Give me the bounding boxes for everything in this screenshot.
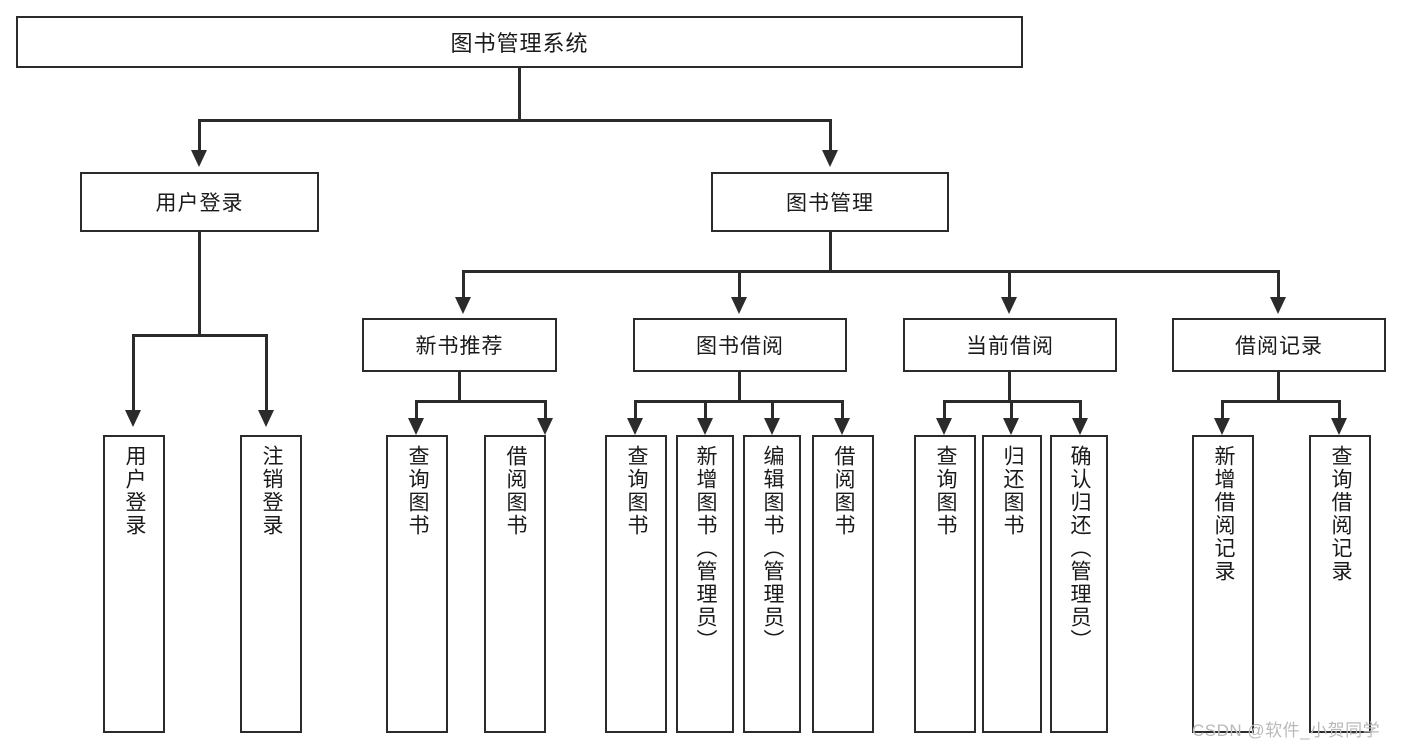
leaf-label: 注销登录 <box>260 445 284 537</box>
node-root-system: 图书管理系统 <box>16 16 1023 68</box>
arrow-book-borrow-child-2 <box>697 418 713 435</box>
connector-book-borrow-bar <box>634 400 844 403</box>
arrow-new-book-child-2 <box>537 418 553 435</box>
leaf-borrow-record-add-record: 新增借阅记录 <box>1192 435 1254 733</box>
leaf-label: 查询图书 <box>406 445 430 537</box>
connector-current-borrow-child-3 <box>1079 400 1082 420</box>
arrow-current-borrow-child-1 <box>936 418 952 435</box>
connector-user-login-child-1 <box>132 334 135 412</box>
arrow-book-mgmt-child-3 <box>1001 297 1017 314</box>
leaf-book-borrow-query-book: 查询图书 <box>605 435 667 733</box>
arrow-book-borrow-child-1 <box>627 418 643 435</box>
connector-new-book-child-2 <box>544 400 547 420</box>
connector-book-mgmt-bar <box>462 270 1280 273</box>
arrow-borrow-record-child-1 <box>1214 418 1230 435</box>
leaf-user-login-logout: 注销登录 <box>240 435 302 733</box>
connector-root-to-book-mgmt <box>829 119 832 152</box>
connector-book-mgmt-child-2 <box>738 270 741 299</box>
arrow-book-borrow-child-3 <box>764 418 780 435</box>
connector-borrow-record-child-1 <box>1221 400 1224 420</box>
connector-book-mgmt-stem <box>829 232 832 272</box>
leaf-label: 确认归还（管理员） <box>1068 445 1092 652</box>
arrow-root-to-user-login <box>191 150 207 167</box>
connector-borrow-record-bar <box>1221 400 1341 403</box>
connector-user-login-child-2 <box>265 334 268 412</box>
connector-book-borrow-child-4 <box>841 400 844 420</box>
arrow-book-mgmt-child-1 <box>455 297 471 314</box>
leaf-new-book-borrow-book: 借阅图书 <box>484 435 546 733</box>
leaf-label: 借阅图书 <box>832 445 856 537</box>
node-label: 图书借阅 <box>696 335 784 358</box>
connector-new-book-stem <box>458 372 461 402</box>
connector-root-stem <box>518 68 521 120</box>
arrow-user-login-child-1 <box>125 410 141 427</box>
watermark-text: CSDN @软件_小贺同学 <box>1192 721 1381 740</box>
arrow-new-book-child-1 <box>408 418 424 435</box>
node-label: 新书推荐 <box>415 335 504 358</box>
leaf-borrow-record-query-record: 查询借阅记录 <box>1309 435 1371 733</box>
node-label: 借阅记录 <box>1235 335 1323 358</box>
node-label: 图书管理 <box>786 192 874 215</box>
connector-new-book-child-1 <box>415 400 418 420</box>
arrow-current-borrow-child-2 <box>1003 418 1019 435</box>
connector-book-mgmt-child-4 <box>1277 270 1280 299</box>
leaf-label: 查询图书 <box>625 445 649 537</box>
leaf-current-borrow-confirm-return-admin: 确认归还（管理员） <box>1050 435 1108 733</box>
connector-borrow-record-stem <box>1277 372 1280 402</box>
node-label: 当前借阅 <box>966 335 1054 358</box>
connector-current-borrow-child-1 <box>943 400 946 420</box>
node-current-borrow: 当前借阅 <box>903 318 1117 372</box>
node-book-management: 图书管理 <box>711 172 949 232</box>
leaf-label: 归还图书 <box>1001 445 1025 537</box>
leaf-current-borrow-return-book: 归还图书 <box>982 435 1042 733</box>
connector-book-borrow-child-1 <box>634 400 637 420</box>
leaf-label: 借阅图书 <box>504 445 528 537</box>
arrow-book-mgmt-child-2 <box>731 297 747 314</box>
node-new-book-recommend: 新书推荐 <box>362 318 557 372</box>
arrow-current-borrow-child-3 <box>1072 418 1088 435</box>
connector-root-to-user-login <box>198 119 201 152</box>
node-user-login: 用户登录 <box>80 172 319 232</box>
arrow-borrow-record-child-2 <box>1331 418 1347 435</box>
leaf-new-book-query-book: 查询图书 <box>386 435 448 733</box>
leaf-label: 新增借阅记录 <box>1212 445 1236 583</box>
leaf-label: 查询借阅记录 <box>1329 445 1353 583</box>
arrow-user-login-child-2 <box>258 410 274 427</box>
node-label: 用户登录 <box>155 192 244 215</box>
node-borrow-record: 借阅记录 <box>1172 318 1386 372</box>
arrow-book-borrow-child-4 <box>834 418 850 435</box>
node-book-borrow: 图书借阅 <box>633 318 847 372</box>
node-label: 图书管理系统 <box>450 31 589 56</box>
connector-current-borrow-child-2 <box>1010 400 1013 420</box>
connector-book-borrow-stem <box>738 372 741 402</box>
leaf-book-borrow-add-book-admin: 新增图书（管理员） <box>676 435 734 733</box>
connector-book-borrow-child-2 <box>704 400 707 420</box>
leaf-current-borrow-query-book: 查询图书 <box>914 435 976 733</box>
connector-new-book-bar <box>415 400 547 403</box>
connector-current-borrow-stem <box>1008 372 1011 402</box>
leaf-label: 编辑图书（管理员） <box>761 445 785 652</box>
connector-book-mgmt-child-1 <box>462 270 465 299</box>
connector-borrow-record-child-2 <box>1338 400 1341 420</box>
leaf-label: 查询图书 <box>934 445 958 537</box>
arrow-book-mgmt-child-4 <box>1270 297 1286 314</box>
arrow-root-to-book-mgmt <box>822 150 838 167</box>
connector-root-bar <box>198 119 832 122</box>
connector-book-borrow-child-3 <box>771 400 774 420</box>
connector-user-login-bar <box>132 334 268 337</box>
connector-book-mgmt-child-3 <box>1008 270 1011 299</box>
leaf-label: 新增图书（管理员） <box>694 445 718 652</box>
connector-user-login-stem <box>198 232 201 336</box>
leaf-label: 用户登录 <box>123 445 147 537</box>
leaf-book-borrow-edit-book-admin: 编辑图书（管理员） <box>743 435 801 733</box>
leaf-user-login-login: 用户登录 <box>103 435 165 733</box>
leaf-book-borrow-borrow-book: 借阅图书 <box>812 435 874 733</box>
